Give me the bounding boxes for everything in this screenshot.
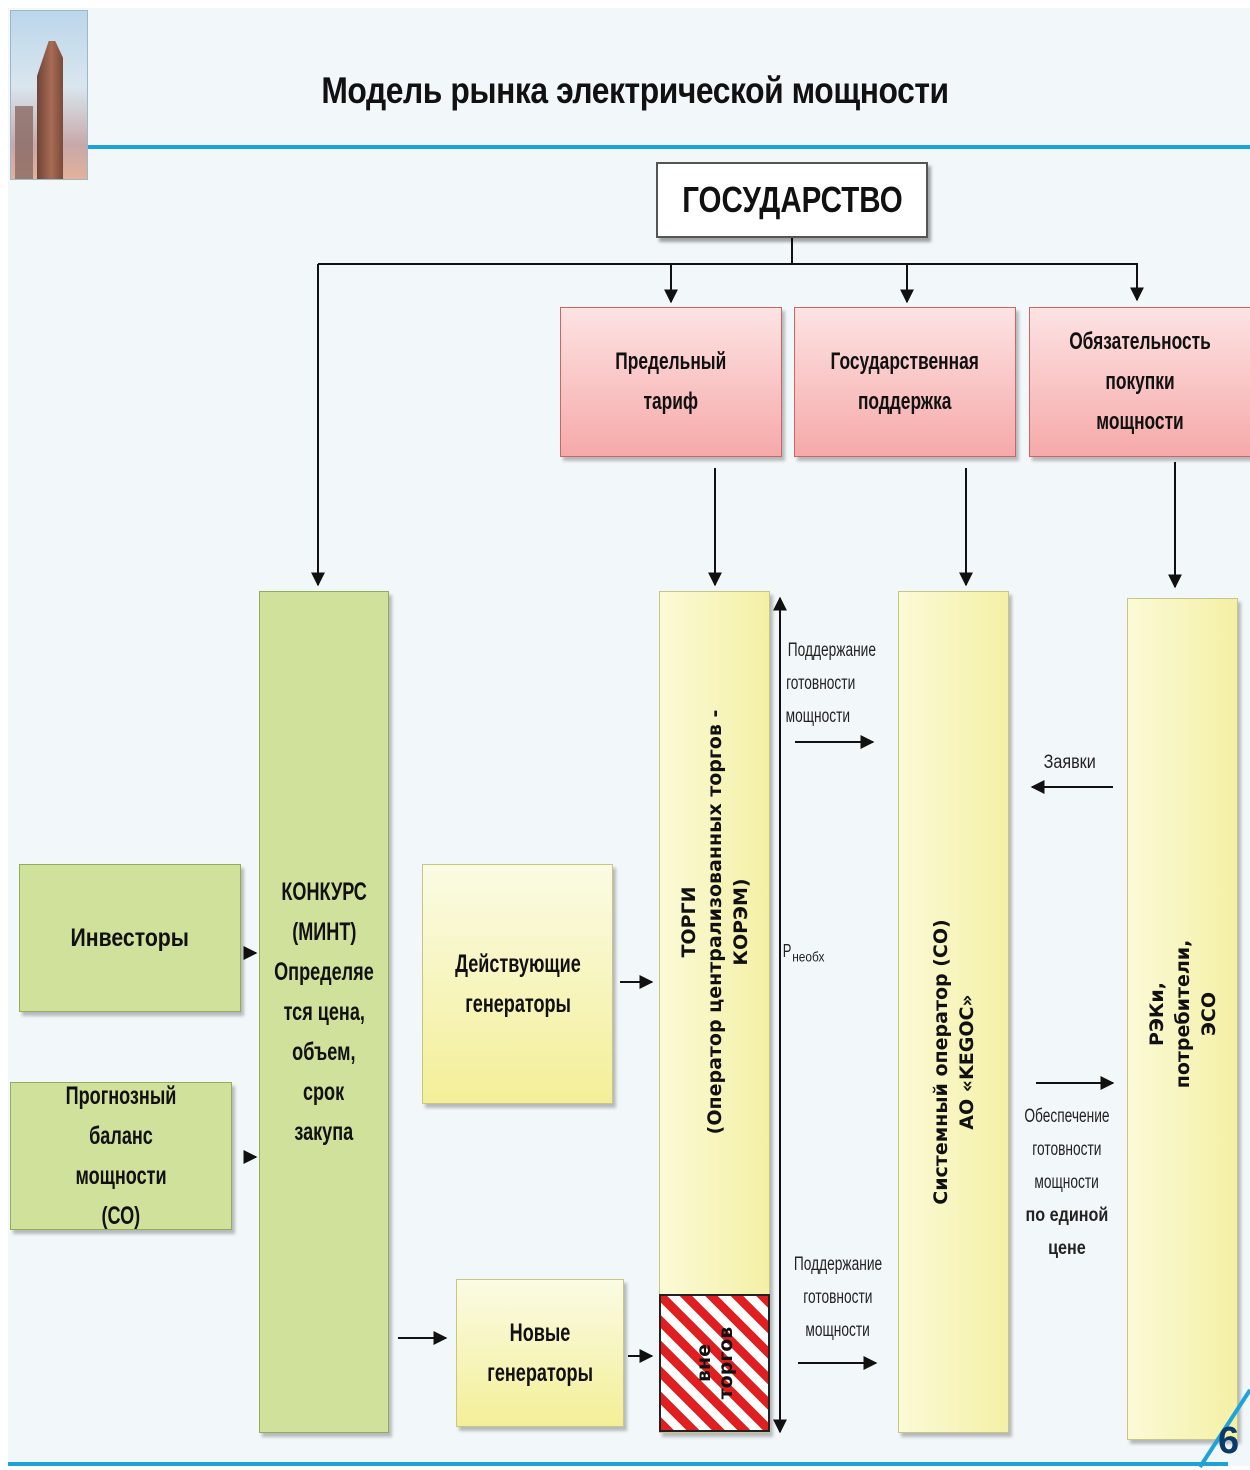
obligation-line-2: покупки мощности xyxy=(1096,368,1184,435)
contest-line-2: (МИНТ) xyxy=(291,918,357,946)
consumers-box: РЭКи, потребители, ЭСО xyxy=(1127,598,1238,1440)
maintain-top-line-1: Поддержание xyxy=(787,640,876,661)
contest-line-1: КОНКУРС xyxy=(281,878,367,906)
p-required-symbol: Р xyxy=(782,941,792,961)
outside-trading-box: вне торгов xyxy=(659,1294,770,1432)
provision-label: Обеспечение готовности мощности по едино… xyxy=(1008,1100,1124,1265)
trading-box: ТОРГИ (Оператор централизованных торгов … xyxy=(659,591,770,1433)
contest-line-4: тся цена, xyxy=(283,998,365,1026)
contest-line-6: срок xyxy=(303,1078,345,1106)
existing-gen-line-1: Действующие xyxy=(454,950,581,978)
contest-line-5: объем, xyxy=(292,1038,356,1066)
maintain-readiness-top-label: Поддержание готовности мощности xyxy=(780,634,900,733)
maintain-bottom-line-2: готовности xyxy=(803,1287,873,1308)
consumers-line-1: РЭКи, xyxy=(1145,982,1168,1046)
provision-line-3: мощности xyxy=(1034,1172,1100,1193)
contest-box: КОНКУРС (МИНТ) Определяе тся цена, объем… xyxy=(259,591,389,1433)
maintain-top-line-2: готовности xyxy=(786,673,856,694)
forecast-balance-box: Прогнозный баланс мощности (СО) xyxy=(10,1082,232,1230)
provision-line-4: по единой xyxy=(1025,1205,1109,1226)
state-support-box: Государственная поддержка xyxy=(794,307,1016,457)
maintain-bottom-line-3: мощности xyxy=(805,1320,871,1341)
new-generators-box: Новые генераторы xyxy=(456,1279,624,1427)
contest-line-3: Определяе xyxy=(274,958,374,986)
tariff-box: Предельный тариф xyxy=(560,307,782,457)
investors-label: Инвесторы xyxy=(70,924,190,952)
title-underline xyxy=(88,145,1250,149)
state-label: ГОСУДАРСТВО xyxy=(681,179,903,220)
maintain-bottom-line-1: Поддержание xyxy=(793,1254,883,1275)
provision-line-2: готовности xyxy=(1032,1139,1102,1160)
new-gen-line-2: генераторы xyxy=(487,1359,593,1387)
building-logo-image xyxy=(10,10,88,180)
corner-accent xyxy=(1198,1388,1250,1469)
so-line-2: АО «KEGOC» xyxy=(955,994,978,1130)
page-number: 6 xyxy=(1218,1420,1240,1462)
p-required-label: Рнеобх xyxy=(782,935,842,974)
building-silhouette xyxy=(15,106,33,179)
forecast-line-3: (СО) xyxy=(101,1202,141,1230)
new-gen-line-1: Новые xyxy=(509,1319,571,1347)
applications-label: Заявки xyxy=(1030,746,1110,779)
contest-line-7: закупа xyxy=(294,1118,354,1146)
obligation-line-1: Обязательность xyxy=(1069,328,1211,355)
trading-line-2: (Оператор централизованных торгов - xyxy=(703,709,726,1135)
tariff-line-1: Предельный xyxy=(615,348,727,375)
applications-text: Заявки xyxy=(1043,752,1097,773)
forecast-line-1: Прогнозный баланс xyxy=(65,1082,177,1150)
existing-gen-line-2: генераторы xyxy=(464,990,571,1018)
provision-line-1: Обеспечение xyxy=(1024,1106,1110,1127)
slide-title: Модель рынка электрической мощности xyxy=(321,70,949,111)
trading-line-3: КОРЭМ) xyxy=(729,878,752,966)
existing-generators-box: Действующие генераторы xyxy=(422,864,613,1104)
so-line-1: Системный оператор (СО) xyxy=(929,919,952,1205)
state-box: ГОСУДАРСТВО xyxy=(656,162,928,238)
tariff-line-2: тариф xyxy=(643,388,699,415)
outside-trading-line-1: вне xyxy=(692,1343,715,1383)
provision-line-5: цене xyxy=(1048,1238,1086,1259)
trading-line-1: ТОРГИ xyxy=(677,886,700,958)
tower-silhouette xyxy=(37,41,63,179)
forecast-line-2: мощности xyxy=(75,1162,167,1190)
bottom-rule xyxy=(8,1462,1228,1466)
maintain-readiness-bottom-label: Поддержание готовности мощности xyxy=(776,1248,900,1347)
outside-trading-line-2: торгов xyxy=(714,1326,737,1400)
consumers-line-3: ЭСО xyxy=(1197,991,1220,1037)
maintain-top-line-3: мощности xyxy=(785,706,851,727)
p-required-subscript: необх xyxy=(792,948,825,965)
support-line-1: Государственная xyxy=(830,348,980,375)
purchase-obligation-box: Обязательность покупки мощности xyxy=(1029,307,1250,457)
consumers-line-2: потребители, xyxy=(1171,939,1194,1089)
investors-box: Инвесторы xyxy=(19,864,241,1012)
support-line-2: поддержка xyxy=(858,388,952,415)
system-operator-box: Системный оператор (СО) АО «KEGOC» xyxy=(898,591,1009,1433)
